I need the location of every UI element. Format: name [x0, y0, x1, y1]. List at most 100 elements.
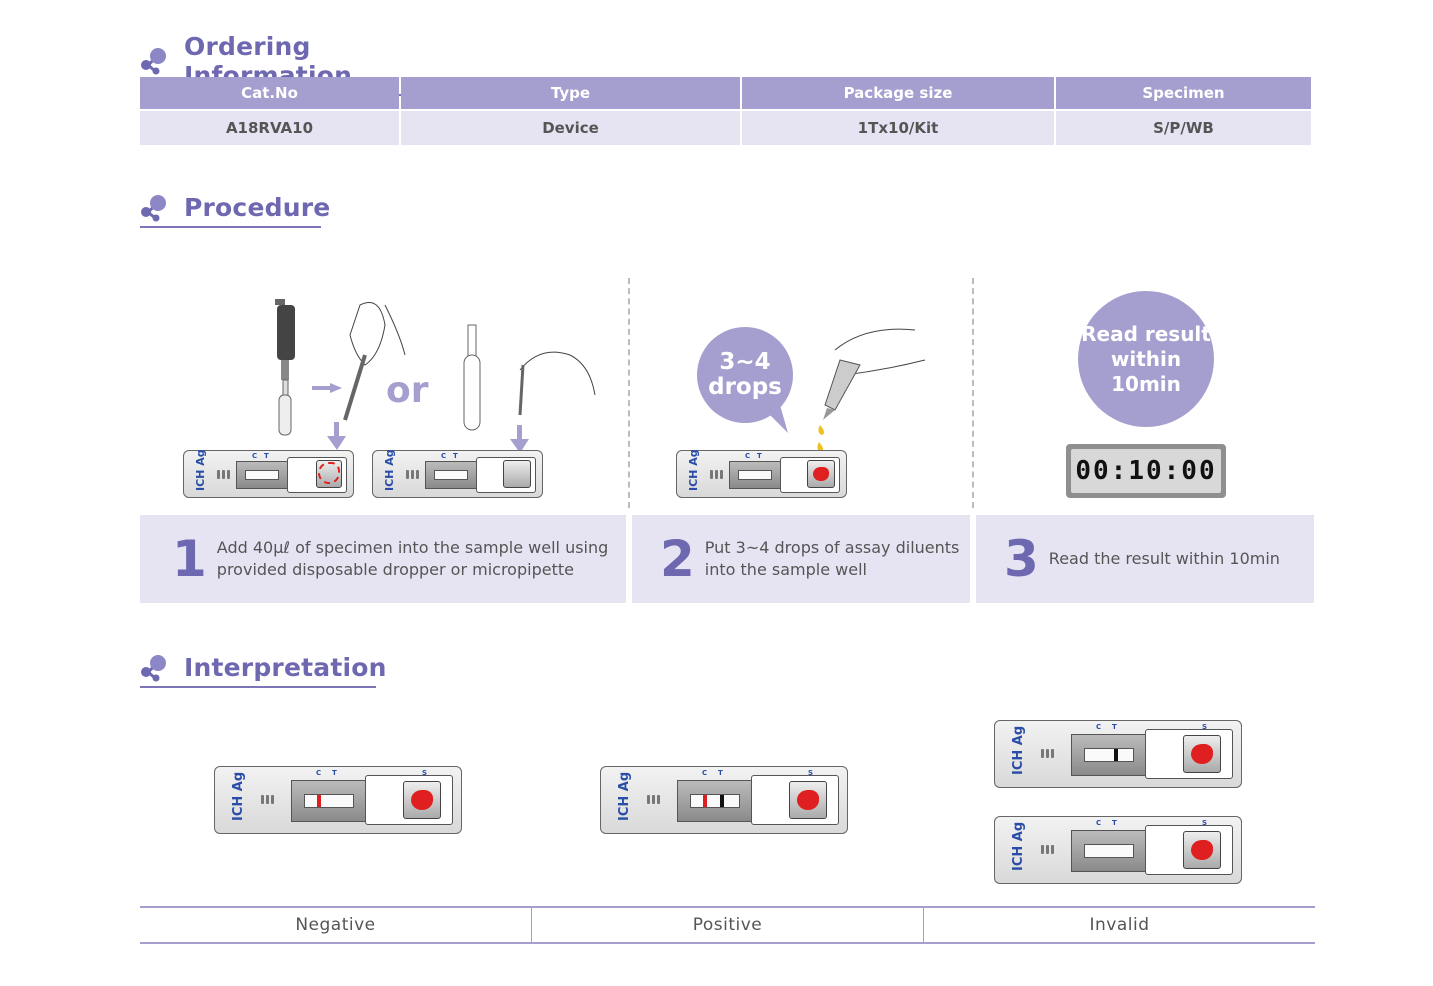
cassette-negative: ICH Ag C T S — [214, 766, 462, 834]
bubble-line: Read result — [1081, 321, 1211, 346]
molecule-icon — [140, 194, 170, 222]
test-cassette: ICH Ag C T — [676, 449, 847, 498]
c-mark: C — [1096, 723, 1102, 731]
test-cassette: ICH Ag C T — [183, 449, 354, 498]
c-mark: C — [441, 452, 447, 460]
t-mark: T — [757, 452, 762, 460]
header-specimen: Specimen — [1056, 77, 1311, 111]
step-number: 3 — [1004, 530, 1039, 588]
cell-cat-no: A18RVA10 — [140, 111, 399, 145]
micropipette-icon — [275, 299, 295, 436]
step-line: Put 3~4 drops of assay diluents — [704, 538, 960, 557]
step-2: 2 Put 3~4 drops of assay diluents into t… — [632, 515, 970, 603]
section-heading-interpretation: Interpretation — [140, 653, 386, 688]
section-title: Procedure — [184, 193, 331, 222]
ordering-table: Cat.No Type Package size Specimen A18RVA… — [138, 77, 1313, 145]
sample-well — [503, 460, 531, 488]
section-title: Interpretation — [184, 653, 387, 682]
header-type: Type — [401, 77, 740, 111]
step-number: 2 — [660, 530, 695, 588]
sample-well — [403, 781, 441, 819]
sample-well — [1183, 735, 1221, 773]
grip-icon — [647, 795, 660, 804]
bubble-line: drops — [708, 374, 782, 400]
t-mark: T — [332, 769, 337, 777]
sample-well — [807, 460, 835, 488]
result-window — [1071, 734, 1147, 776]
result-window — [236, 461, 288, 489]
divider — [972, 278, 974, 508]
header-cat-no: Cat.No — [140, 77, 399, 111]
header-package-size: Package size — [742, 77, 1054, 111]
t-mark: T — [453, 452, 458, 460]
step-3: 3 Read the result within 10min — [976, 515, 1314, 603]
grip-icon — [710, 470, 723, 479]
test-cassette: ICH Ag C T — [372, 449, 543, 498]
cassette-label: ICH Ag — [1011, 725, 1026, 775]
arrow-down-icon — [510, 425, 529, 453]
step-text: Add 40µℓ of specimen into the sample wel… — [217, 537, 609, 581]
s-mark: S — [808, 769, 814, 777]
hand-pipette-icon — [343, 302, 406, 421]
grip-icon — [1041, 845, 1054, 854]
timer-readout: 00:10:00 — [1071, 449, 1221, 493]
result-negative: Negative — [295, 915, 376, 935]
result-positive: Positive — [531, 908, 923, 942]
grip-icon — [217, 470, 230, 479]
cell-package-size: 1Tx10/Kit — [742, 111, 1054, 145]
grip-icon — [1041, 749, 1054, 758]
result-window — [1071, 830, 1147, 872]
step-text: Read the result within 10min — [1049, 548, 1280, 570]
control-line — [317, 795, 321, 807]
step-text: Put 3~4 drops of assay diluents into the… — [705, 537, 960, 581]
cell-specimen: S/P/WB — [1056, 111, 1311, 145]
arrow-down-icon — [327, 422, 346, 450]
result-window — [677, 780, 753, 822]
t-mark: T — [718, 769, 723, 777]
c-mark: C — [745, 452, 751, 460]
result-window — [425, 461, 477, 489]
tube-icon — [463, 324, 481, 431]
test-line — [720, 795, 724, 807]
cassette-invalid-none: ICH Ag C T S — [994, 816, 1242, 884]
control-line — [703, 795, 707, 807]
s-mark: S — [422, 769, 428, 777]
grip-icon — [406, 470, 419, 479]
t-mark: T — [1112, 723, 1117, 731]
s-mark: S — [1202, 723, 1208, 731]
cassette-label: ICH Ag — [617, 771, 632, 821]
bubble-tail — [760, 405, 788, 433]
cassette-label: ICH Ag — [231, 771, 246, 821]
section-heading-procedure: Procedure — [140, 193, 330, 228]
cassette-label: ICH Ag — [194, 449, 207, 491]
interpretation-results: Negative Positive Invalid — [140, 906, 1315, 944]
divider — [628, 278, 630, 508]
drops-bubble: 3~4 drops — [697, 327, 793, 423]
or-label: or — [386, 370, 429, 411]
cassette-label: ICH Ag — [383, 449, 396, 491]
cassette-label: ICH Ag — [1011, 821, 1026, 871]
cassette-invalid-t-only: ICH Ag C T S — [994, 720, 1242, 788]
step-line: Add 40µℓ of specimen into the sample wel… — [216, 538, 609, 557]
bubble-line: 10min — [1111, 371, 1181, 396]
hand-dropper-bottle-icon — [816, 328, 926, 468]
cassette-positive: ICH Ag C T S — [600, 766, 848, 834]
c-mark: C — [702, 769, 708, 777]
step-line: into the sample well — [704, 560, 867, 579]
t-mark: T — [1112, 819, 1117, 827]
sample-well — [789, 781, 827, 819]
pipette-dropper-illustration — [275, 299, 596, 436]
c-mark: C — [316, 769, 322, 777]
result-window — [729, 461, 781, 489]
cassette-label: ICH Ag — [687, 449, 700, 491]
result-window — [291, 780, 367, 822]
c-mark: C — [252, 452, 258, 460]
test-line — [1114, 749, 1118, 761]
result-invalid: Invalid — [923, 908, 1315, 942]
step-line: provided disposable dropper or micropipe… — [216, 560, 574, 579]
bubble-line: within — [1110, 346, 1182, 371]
cell-type: Device — [401, 111, 740, 145]
sample-well — [316, 460, 342, 488]
sample-well — [1183, 831, 1221, 869]
table-row: A18RVA10 Device 1Tx10/Kit S/P/WB — [140, 111, 1311, 145]
